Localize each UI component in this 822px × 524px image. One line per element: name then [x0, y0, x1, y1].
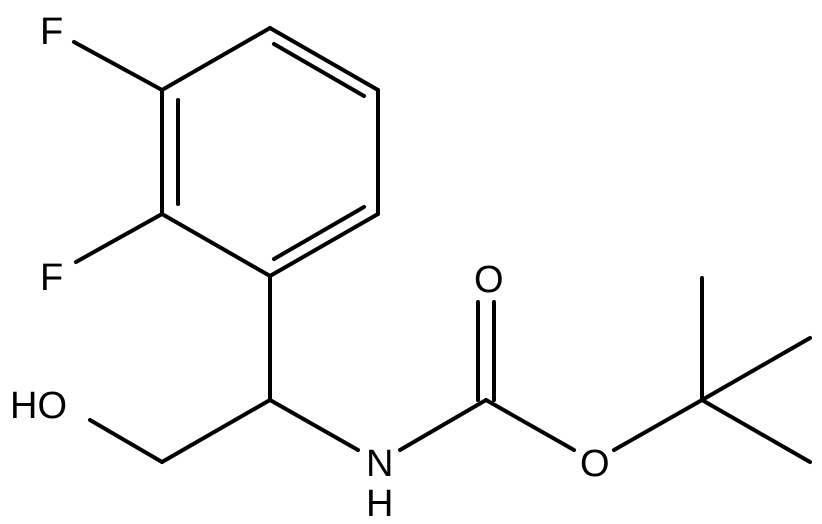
bond-c6-fluorine-top — [72, 40, 164, 92]
atom-label-hydroxyl: HO — [10, 385, 67, 427]
ring-bond-c1-c2 — [268, 26, 380, 92]
bond-tbu-methyl-right — [700, 336, 812, 402]
ring-bond-c4-c5 — [160, 212, 272, 278]
atom-label-ester-oxygen: O — [580, 443, 610, 485]
ring-bond-c3-c4-inner — [272, 205, 366, 261]
bond-c5-fluorine-bottom — [74, 212, 164, 264]
atom-label-fluorine-top: F — [40, 11, 63, 53]
bond-ch-to-ch2 — [160, 398, 272, 464]
bond-ch2-to-oh — [88, 418, 164, 464]
bond-nh-to-carbonyl-c — [398, 398, 488, 452]
ring-bond-c1-c2-inner — [272, 42, 366, 98]
ring-bond-c6-c1 — [160, 26, 272, 92]
atom-label-amine-h: H — [366, 483, 393, 524]
bond-ester-o-to-tbu — [612, 398, 704, 452]
bond-carbonyl-to-ester-o — [484, 398, 576, 452]
bond-tbu-methyl-bottom — [700, 398, 812, 464]
bond-ch-to-nh — [268, 398, 360, 452]
atom-label-amine-n: N — [366, 443, 393, 485]
benzene-ring — [160, 26, 380, 278]
ring-bond-c3-c4 — [268, 212, 380, 278]
atom-label-fluorine-bottom: F — [40, 257, 63, 299]
atom-label-carbonyl-oxygen: O — [474, 259, 504, 301]
